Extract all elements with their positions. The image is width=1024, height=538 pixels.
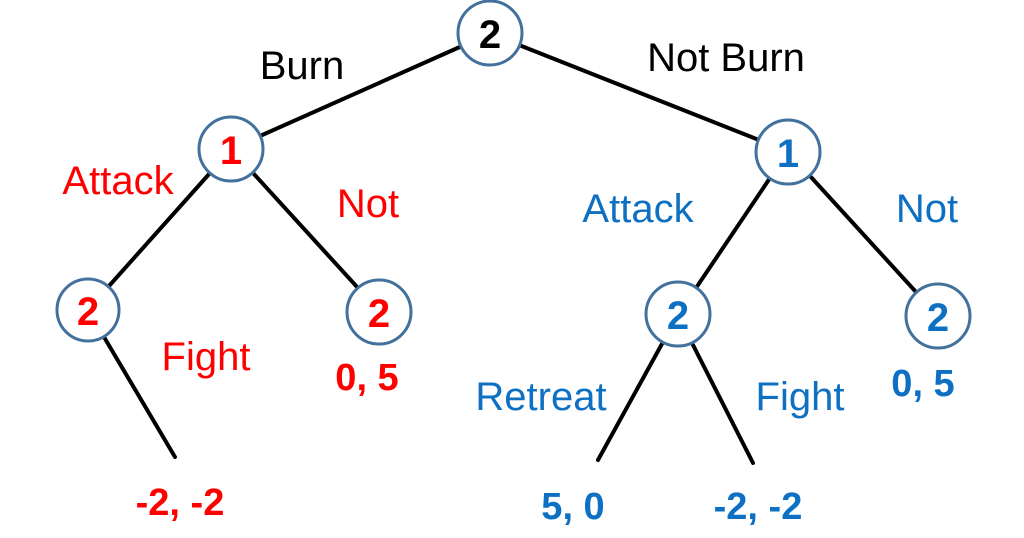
branch-label-fight-right: Fight — [755, 375, 845, 419]
branch-label-not-burn: Not Burn — [647, 36, 805, 80]
branch-label-fight-left: Fight — [161, 335, 251, 379]
node-root-player: 2 — [478, 13, 502, 57]
node-notburn-attack-2-circle — [644, 280, 712, 348]
node-notburn-not-2-circle — [904, 282, 972, 350]
branch-not-right-line — [808, 174, 918, 294]
branch-not-burn-line — [517, 43, 761, 142]
branch-label-not-right: Not — [895, 187, 959, 231]
node-burn-not-2-player: 2 — [367, 292, 391, 336]
branch-fight-right-line — [690, 341, 755, 465]
node-notburn-attack-2-player: 2 — [666, 294, 690, 338]
payoff-burn-not: 0, 5 — [335, 357, 399, 399]
payoff-notburn-attack-retreat: 5, 0 — [541, 486, 605, 528]
branch-label-burn: Burn — [259, 44, 345, 88]
node-notburn-1-player: 1 — [776, 132, 800, 176]
node-burn-attack-2-player: 2 — [76, 290, 100, 334]
branch-label-not-left: Not — [336, 182, 400, 226]
branch-burn-line — [258, 44, 464, 138]
branch-not-left-line — [251, 171, 360, 290]
node-notburn-1-circle — [754, 118, 822, 186]
branch-label-retreat: Retreat — [475, 375, 607, 419]
node-burn-1-player: 1 — [219, 129, 243, 173]
node-notburn-not-2-player: 2 — [926, 296, 950, 340]
payoff-notburn-not: 0, 5 — [891, 363, 955, 405]
node-root-circle — [456, 0, 524, 67]
branch-label-attack-right: Attack — [582, 187, 694, 231]
branch-fight-left-line — [102, 335, 177, 459]
branch-label-attack-left: Attack — [62, 159, 174, 203]
branch-retreat-line — [596, 340, 665, 462]
node-burn-attack-2-circle — [55, 277, 121, 343]
branch-attack-left-line — [107, 171, 212, 288]
branch-attack-right-line — [694, 176, 772, 290]
payoff-burn-attack-fight: -2, -2 — [135, 482, 225, 524]
node-burn-not-2-circle — [345, 278, 413, 346]
payoff-notburn-attack-fight: -2, -2 — [713, 486, 803, 528]
node-burn-1-circle — [197, 115, 265, 183]
